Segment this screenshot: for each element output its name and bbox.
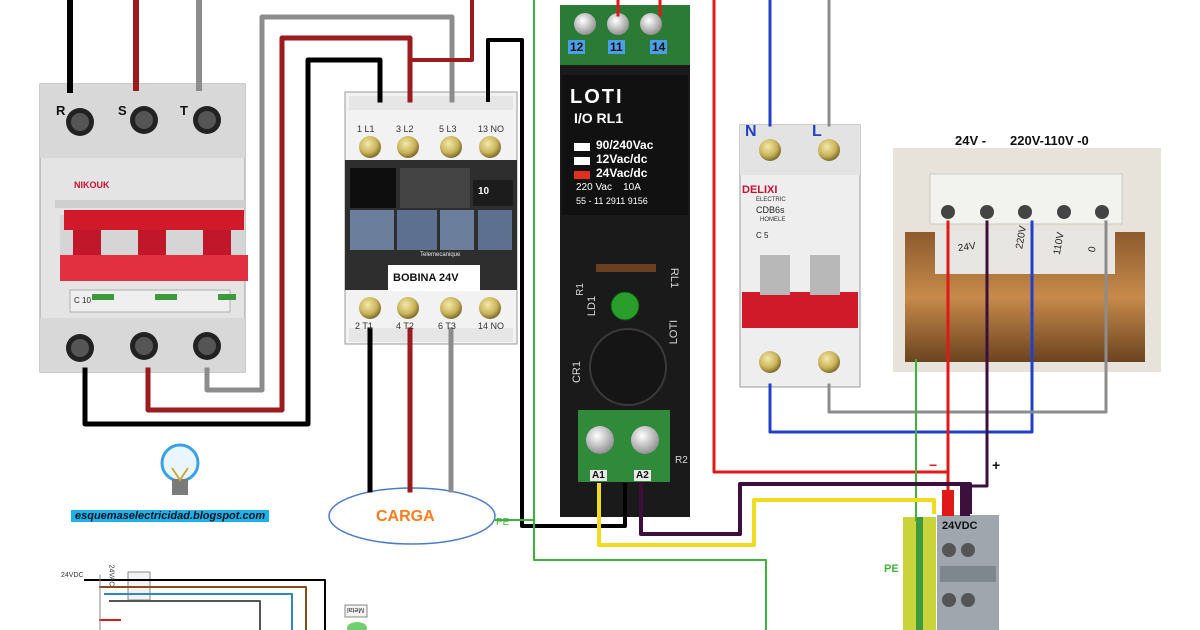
contactor xyxy=(344,91,518,345)
relay-rating: 220 Vac 10A xyxy=(576,182,641,193)
dc-plus-label: + xyxy=(992,457,1001,473)
contactor-term-l3: 5 L3 xyxy=(439,124,457,134)
relay-led-ref: LD1 xyxy=(586,295,599,317)
relay-side-loti: LOTI xyxy=(668,319,681,345)
transformer xyxy=(893,148,1161,372)
neutral-label: N xyxy=(745,123,757,140)
loti-relay xyxy=(560,5,690,517)
phase-r-label: R xyxy=(56,103,66,118)
lightbulb-icon xyxy=(160,443,200,495)
dc-block-label: 24VDC xyxy=(942,520,978,532)
potentiometer xyxy=(589,328,667,406)
contactor-aux-number: 10 xyxy=(478,186,490,197)
mcb-brand-sub: ELECTRIC xyxy=(756,197,786,203)
contactor-term-l1: 1 L1 xyxy=(357,124,375,134)
mini-schematic xyxy=(84,571,368,630)
breaker-brand: NIKOUK xyxy=(74,180,110,190)
contactor-term-13no: 13 NO xyxy=(478,124,505,134)
load-label: CARGA xyxy=(376,508,435,525)
relay-coil-a1: A1 xyxy=(590,470,607,481)
mcb-handle xyxy=(742,292,858,328)
line-label: L xyxy=(812,123,822,140)
breaker-handle xyxy=(64,210,244,230)
relay-ref-r1: R1 xyxy=(574,283,586,296)
load-pe-label: PE xyxy=(496,517,510,528)
relay-terminal-12: 12 xyxy=(568,40,586,54)
contactor-brand: Telemecanique xyxy=(420,252,461,258)
relay-voltage-2: 12Vac/dc xyxy=(596,152,648,166)
coil-label: BOBINA 24V xyxy=(393,272,459,284)
relay-model: I/O RL1 xyxy=(574,110,624,126)
transformer-header-high: 220V-110V -0 xyxy=(1010,133,1089,148)
phase-s-label: S xyxy=(118,103,127,118)
status-led xyxy=(610,291,640,321)
mcb-brand: DELIXI xyxy=(742,184,778,196)
breaker-rating: C 10 xyxy=(74,296,91,305)
dc-terminal-block xyxy=(903,515,999,630)
contactor-term-t2: 4 T2 xyxy=(396,321,414,331)
mcb-model-sub: HOMELE xyxy=(760,217,786,223)
relay-terminal-11: 11 xyxy=(608,40,625,54)
mini-device-label: Metal xyxy=(347,606,365,613)
blog-url: esquemaselectricidad.blogspot.com xyxy=(71,510,270,522)
relay-phone: 55 - 11 2911 9156 xyxy=(576,196,648,206)
relay-voltage-3: 24Vac/dc xyxy=(596,166,648,180)
relay-brand: LOTI xyxy=(570,86,624,108)
dc-pe-label: PE xyxy=(884,563,899,575)
delixi-mcb xyxy=(739,124,861,388)
contactor-term-l2: 3 L2 xyxy=(396,124,414,134)
relay-voltage-1: 90/240Vac xyxy=(596,138,654,152)
relay-ref-r2: R2 xyxy=(675,455,688,466)
relay-coil-a2: A2 xyxy=(634,470,651,481)
mini-label-24vdc: 24VDC xyxy=(61,572,84,579)
dc-minus-label: − xyxy=(929,457,938,473)
mcb-rating: C 5 xyxy=(756,231,769,240)
transformer-header-low: 24V - xyxy=(955,133,987,148)
coil-label-box xyxy=(388,265,480,291)
wires xyxy=(67,0,1108,630)
mini-label-24vac: 24VAC xyxy=(107,564,115,587)
phase-t-label: T xyxy=(180,103,188,118)
contactor-term-t3: 6 T3 xyxy=(438,321,456,331)
three-pole-breaker xyxy=(39,83,248,373)
relay-side-rl1: RL1 xyxy=(668,267,681,289)
relay-ref-cr1: CR1 xyxy=(571,360,584,384)
relay-terminal-14: 14 xyxy=(650,40,668,54)
contactor-term-14no: 14 NO xyxy=(478,321,505,331)
mcb-model: CDB6s xyxy=(756,205,785,215)
contactor-term-t1: 2 T1 xyxy=(355,321,373,331)
